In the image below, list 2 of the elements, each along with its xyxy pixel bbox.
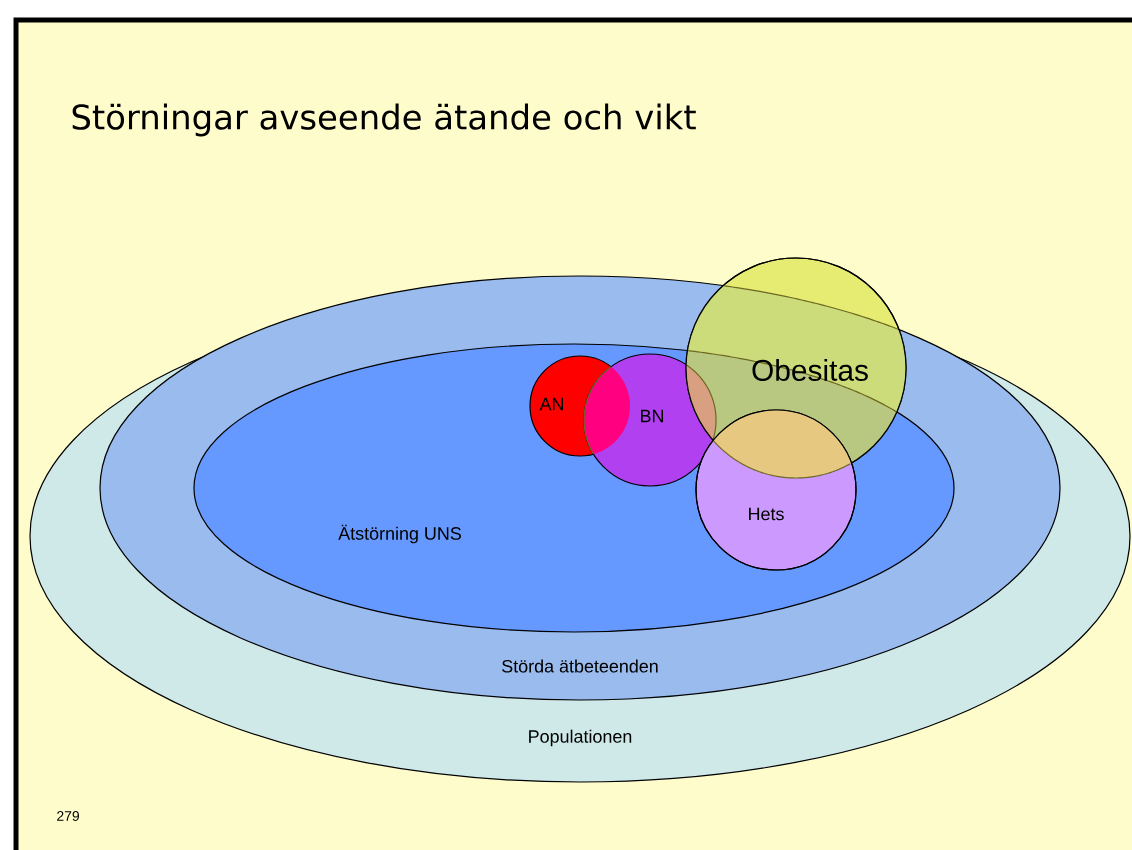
circle-region: Hets (695, 409, 857, 571)
slide-title: Störningar avseende ätande och vikt (72, 103, 696, 137)
